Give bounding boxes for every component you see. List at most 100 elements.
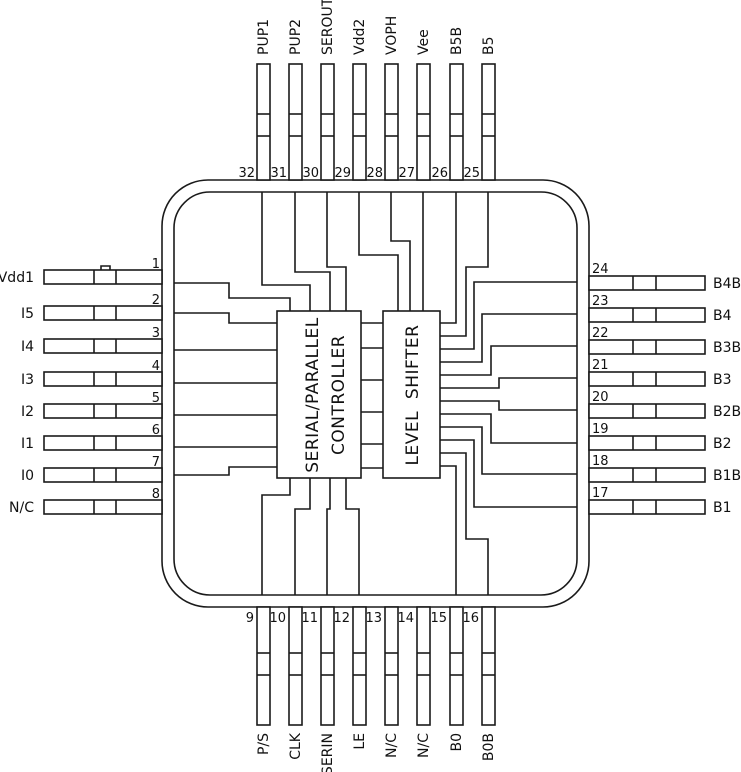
pin-name: I4 — [21, 339, 34, 355]
pin-name: B1 — [713, 500, 732, 516]
pin-number: 28 — [366, 166, 383, 181]
pin-number: 26 — [431, 166, 448, 181]
pin-number: 5 — [152, 391, 160, 406]
wire-trace — [440, 465, 457, 595]
pin-number: 12 — [333, 611, 350, 626]
pin-32: PUP1 32 — [238, 19, 272, 181]
wire-trace — [174, 282, 291, 311]
pin-name: CLK — [288, 732, 304, 760]
pin-name: B0 — [449, 733, 465, 752]
pin-number: 19 — [592, 422, 609, 437]
pin-16: B0B 16 — [462, 606, 497, 761]
pin-name: B2 — [713, 436, 732, 452]
pin-19: B2 19 — [588, 422, 732, 452]
wire-trace — [440, 313, 577, 363]
level-shifter-label: LEVEL SHIFTER — [403, 325, 423, 466]
pin-8: N/C 8 — [9, 487, 163, 516]
wire-trace — [440, 377, 577, 389]
pin-22: B3B 22 — [588, 326, 741, 356]
package-outline-inner — [173, 191, 578, 596]
pin-name: N/C — [384, 733, 400, 758]
pin-name: I1 — [21, 436, 34, 452]
pin-number: 18 — [592, 454, 609, 469]
pin-3: I4 3 — [21, 326, 163, 355]
pin-name: B2B — [713, 404, 741, 420]
wire-trace — [345, 478, 360, 595]
wire-trace — [294, 192, 331, 311]
pin-6: I16 — [21, 423, 163, 452]
pin-17: B1 17 — [588, 486, 732, 516]
pin-number: 13 — [365, 611, 382, 626]
pin-number: 10 — [269, 611, 286, 626]
pin-name: P/S — [256, 733, 272, 755]
pin-number: 9 — [246, 611, 254, 626]
pin-14: N/C 14 — [397, 606, 432, 758]
pin-9: P/S 9 — [246, 606, 272, 755]
pin-15: B0 15 — [430, 606, 465, 752]
pin-number: 3 — [152, 326, 160, 341]
pin-number: 21 — [592, 358, 609, 373]
pin-name: B3 — [713, 372, 732, 388]
wire-trace — [326, 192, 347, 311]
pin-5: I2 5 — [21, 391, 163, 420]
pin-name: I0 — [21, 468, 34, 484]
pin-20: B2B 20 — [588, 390, 741, 420]
pin-number: 4 — [152, 359, 160, 374]
package-outline-outer — [161, 179, 590, 608]
controller-label-line2: CONTROLLER — [329, 335, 349, 455]
pin-10: CLK 10 — [269, 606, 304, 760]
pin-name: B5B — [449, 27, 465, 55]
pin-number: 17 — [592, 486, 609, 501]
pin-name: Vee — [416, 29, 432, 55]
pin-name: B3B — [713, 340, 741, 356]
pin-name: I2 — [21, 404, 34, 420]
pin-number: 27 — [398, 166, 415, 181]
wire-trace — [326, 478, 331, 595]
wire-trace — [440, 413, 577, 444]
wire-trace — [390, 192, 411, 311]
level-shifter-block: LEVEL SHIFTER — [382, 310, 441, 479]
pin-number: 14 — [397, 611, 414, 626]
wire-trace — [440, 452, 489, 595]
pin-number: 2 — [152, 293, 160, 308]
pin-name: SEROUT — [320, 0, 336, 55]
pin-name: B4 — [713, 308, 732, 324]
pin-name: B4B — [713, 276, 741, 292]
pin-number: 23 — [592, 294, 609, 309]
internal-wiring — [174, 192, 577, 595]
pin-number: 16 — [462, 611, 479, 626]
pin-26: B5B 26 — [431, 27, 465, 181]
pin-name: B1B — [713, 468, 741, 484]
pin-21: B3 21 — [588, 358, 732, 388]
pin-name: PUP2 — [288, 19, 304, 55]
pin-name: VOPH — [384, 16, 400, 55]
wire-trace — [440, 192, 489, 337]
pin-name: N/C — [9, 500, 34, 516]
pin-number: 15 — [430, 611, 447, 626]
controller-label-line1: SERIAL/PARALLEL — [303, 317, 323, 472]
pin-number: 20 — [592, 390, 609, 405]
pin-7: I0 7 — [21, 455, 163, 484]
pin-name: Vdd1 — [0, 270, 34, 286]
wire-trace — [358, 192, 399, 311]
pin-name: PUP1 — [256, 19, 272, 55]
wire-trace — [294, 478, 311, 595]
pin-name: B0B — [481, 733, 497, 761]
wire-trace — [174, 466, 277, 476]
pin-number: 7 — [152, 455, 160, 470]
pin-name: N/C — [416, 733, 432, 758]
pin-number: 32 — [238, 166, 255, 181]
pin-number: 24 — [592, 262, 609, 277]
pin-23: B4 23 — [588, 294, 732, 324]
serial-parallel-controller-block: SERIAL/PARALLEL CONTROLLER — [276, 310, 362, 479]
pin-name: B5 — [481, 36, 497, 55]
pin-number: 8 — [152, 487, 160, 502]
pin-number: 22 — [592, 326, 609, 341]
pin-2: I52 — [21, 293, 163, 322]
